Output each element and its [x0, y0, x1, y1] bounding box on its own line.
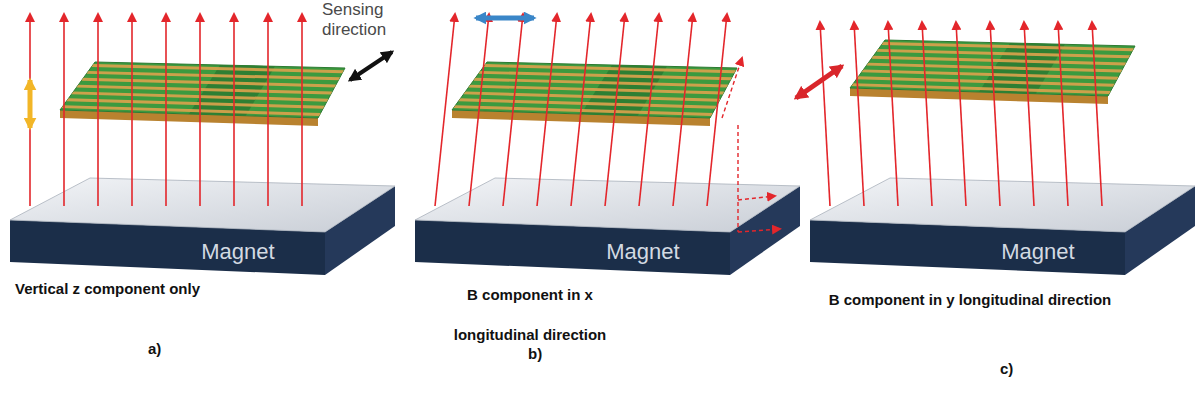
field-line — [1058, 22, 1068, 206]
field-line — [854, 22, 864, 206]
field-line — [29, 14, 31, 206]
field-line — [888, 22, 898, 206]
magnet-label: Magnet — [1001, 239, 1074, 265]
dashed-arrow — [738, 196, 775, 200]
panel-caption: B component in x longitudinal direction — [430, 275, 630, 355]
panel-illustration — [415, 14, 800, 275]
magnet-top — [10, 178, 395, 232]
sensor-stripe — [61, 105, 320, 116]
field-line — [639, 14, 659, 206]
field-line — [233, 14, 235, 206]
field-line — [199, 14, 201, 206]
sensor-stripe — [881, 42, 1133, 51]
sensor-stripe — [91, 64, 343, 73]
field-line — [469, 14, 489, 206]
field-line — [131, 14, 133, 206]
field-line — [301, 14, 303, 206]
field-line — [537, 14, 557, 206]
field-line — [165, 14, 167, 206]
field-line — [1024, 22, 1034, 206]
panel-letter: a) — [148, 340, 188, 357]
magnet-face: Magnet — [195, 236, 281, 268]
sensing-arrow — [476, 16, 534, 21]
sensing-arrow — [350, 52, 392, 80]
field-line — [605, 14, 625, 206]
field-line — [63, 14, 65, 206]
sensor-stripe — [851, 83, 1110, 94]
field-line — [1092, 22, 1102, 206]
panel-letter: b) — [528, 345, 568, 362]
sensor-board — [452, 62, 737, 118]
sensor-stripe — [483, 64, 735, 73]
magnet-label: Magnet — [606, 239, 679, 265]
panel-illustration — [810, 22, 1195, 275]
motion-arrow — [28, 80, 33, 128]
field-decomposition — [722, 58, 780, 232]
field-line — [922, 22, 932, 206]
sensing-arrow — [796, 66, 842, 98]
field-line — [267, 14, 269, 206]
field-line — [435, 14, 455, 206]
sensing-label: Sensing direction — [322, 0, 406, 40]
magnet-face: Magnet — [995, 236, 1081, 268]
panel-caption: B component in y longitudinal direction — [820, 280, 1120, 320]
field-line — [97, 14, 99, 206]
panel-caption: Vertical z component only — [15, 280, 255, 297]
magnet-face: Magnet — [600, 236, 686, 268]
magnet-top — [810, 178, 1195, 232]
sensor-stripe — [453, 105, 712, 116]
dashed-arrow — [738, 229, 780, 232]
field-line — [956, 22, 966, 206]
panel-illustration — [10, 14, 395, 275]
magnet-label: Magnet — [201, 239, 274, 265]
dashed-line — [737, 125, 738, 232]
field-line — [571, 14, 591, 206]
field-line — [990, 22, 1000, 206]
field-line — [820, 22, 830, 206]
panel-letter: c) — [1000, 360, 1040, 377]
field-line — [503, 14, 523, 206]
field-line — [673, 14, 693, 206]
dashed-arrow — [722, 58, 742, 118]
